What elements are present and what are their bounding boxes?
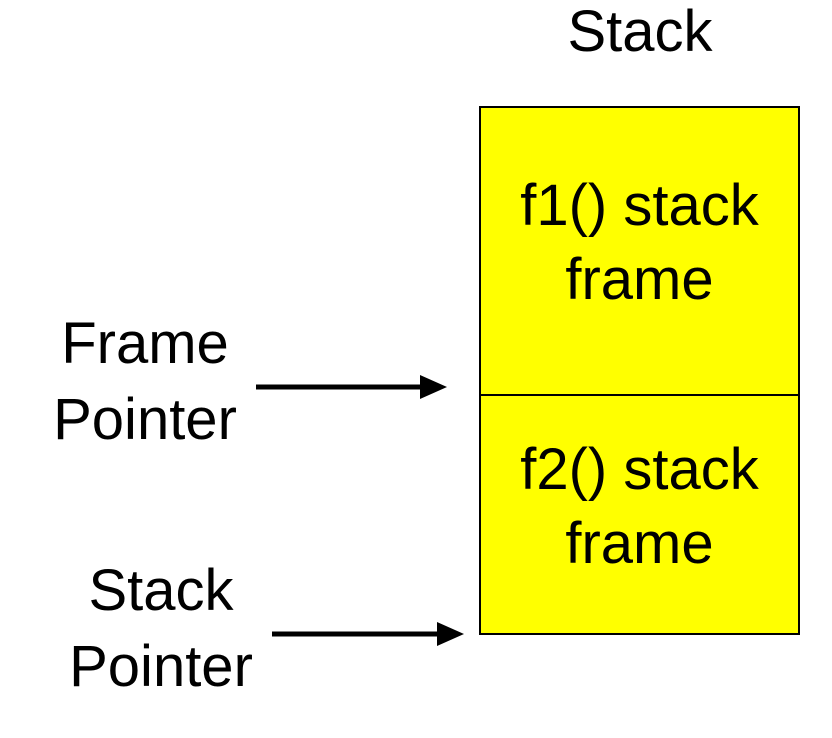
frame-pointer-arrow (256, 375, 447, 399)
stack-title: Stack (567, 0, 713, 64)
stack-frame-f2-line1: f2() stack (520, 436, 759, 502)
stack-pointer-label-line2: Pointer (69, 634, 253, 699)
stack-pointer-label-line1: Stack (88, 558, 234, 623)
stack-frame-f1: f1() stack frame (481, 108, 798, 396)
stack-frame-f2: f2() stack frame (481, 396, 798, 633)
stack-box: f1() stack frame f2() stack frame (479, 106, 800, 635)
stack-frame-f1-line1: f1() stack (520, 173, 759, 238)
stack-pointer-arrow (272, 622, 464, 646)
frame-pointer-label-line2: Pointer (53, 387, 237, 452)
frame-pointer-label-line1: Frame (61, 311, 229, 376)
stack-pointer-label: Stack Pointer (56, 553, 266, 705)
stack-frame-f1-line2: frame (565, 247, 714, 312)
frame-pointer-label: Frame Pointer (40, 306, 250, 458)
stack-frame-f2-line2: frame (565, 510, 714, 576)
